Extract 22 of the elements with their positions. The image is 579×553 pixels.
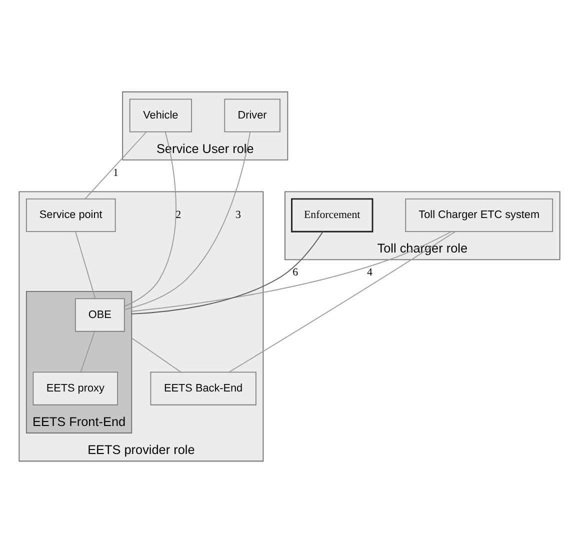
edge-label: 6 [292, 266, 298, 279]
node-box: Enforcement [291, 198, 374, 232]
edge-label: 2 [176, 209, 182, 222]
connector [124, 132, 176, 307]
node-box: Vehicle [129, 98, 192, 132]
connector [131, 338, 182, 373]
connector [131, 231, 324, 314]
node-box: Toll Charger ETC system [405, 198, 554, 232]
node-box: Service point [26, 198, 116, 232]
connector [80, 331, 96, 373]
connector [124, 132, 251, 310]
node-box: EETS Back-End [150, 372, 256, 406]
edge-label: 1 [113, 166, 118, 179]
node-box: Driver [224, 98, 280, 132]
node-box: EETS proxy [32, 372, 118, 406]
connector [228, 231, 456, 373]
edge-label: 4 [367, 266, 373, 279]
connector [84, 132, 147, 200]
node-box: OBE [74, 298, 125, 332]
edge-label: 3 [236, 209, 241, 222]
connector [75, 231, 96, 299]
connector [131, 231, 452, 312]
